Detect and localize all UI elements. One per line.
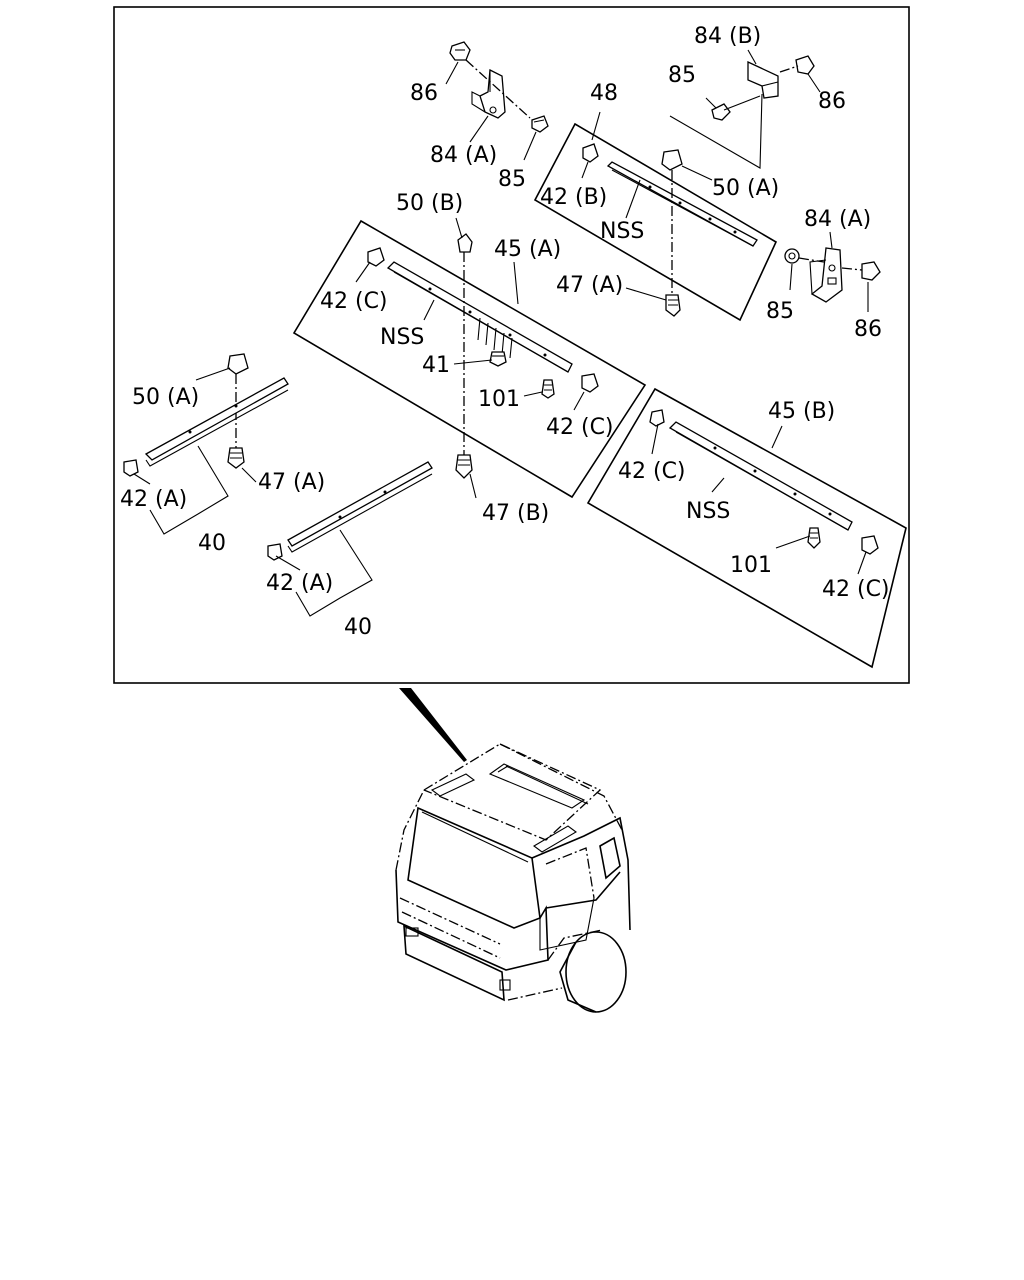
callout-42a-lower: 42 (A) [266,571,333,596]
strip-40-lower-icon [287,461,433,553]
strip-48-icon [606,161,758,247]
clip-86-right-icon [861,261,881,281]
clip-86-top-left-icon [449,41,471,61]
group-box-45b [586,387,907,669]
clip-42c-right-lower-icon [861,535,879,555]
dash-86-b [779,65,799,73]
wire-84b-to-50a [669,93,763,169]
clip-86-top-right-icon [795,55,815,75]
clip-42c-right-upper-icon [649,409,665,427]
callout-101-right: 101 [730,553,772,578]
group-box-45a [292,219,647,499]
callout-86-right: 86 [854,317,882,342]
callout-45a: 45 (A) [494,237,561,262]
group-box-48 [533,122,778,322]
callout-nss-top: NSS [600,219,644,244]
callout-42c-right-upper: 42 (C) [618,459,686,484]
dash-85-to-bracket [798,257,825,263]
clip-42c-top-icon [367,247,385,267]
callout-86-top-right: 86 [818,89,846,114]
callout-86-top-left: 86 [410,81,438,106]
callout-45b: 45 (B) [768,399,835,424]
callout-42c-mid: 42 (C) [546,415,614,440]
callout-84a-right: 84 (A) [804,207,871,232]
strip-45b-icon [668,421,853,531]
dash-bracket-to-86 [841,267,863,271]
callout-47a-left: 47 (A) [258,470,325,495]
callout-84a-top: 84 (A) [430,143,497,168]
callout-84b: 84 (B) [694,24,761,49]
pointer-arrow [399,688,467,762]
bracket-84a-top-icon [471,68,506,119]
clip-42a-lower-icon [267,543,283,561]
clip-50a-left-icon [227,353,249,375]
callout-50a-top: 50 (A) [712,176,779,201]
clip-42a-upper-icon [123,459,139,477]
clip-42b-icon [582,143,599,163]
fastener-41-icon [489,351,507,367]
bracket-84a-right-icon [809,247,843,303]
leader-lines [133,49,869,575]
screw-85-right-icon [784,248,800,264]
detail-frame [113,6,910,684]
callout-nss-mid: NSS [380,325,424,350]
callout-85-top-left: 85 [498,167,526,192]
callout-85-right: 85 [766,299,794,324]
callout-40-upper: 40 [198,531,226,556]
screw-47a-left-icon [227,447,245,469]
callout-41: 41 [422,353,450,378]
callout-101-top: 101 [478,387,520,412]
callout-48: 48 [590,81,618,106]
callout-42c-right-lower: 42 (C) [822,577,890,602]
screw-85-top-left-icon [531,115,549,133]
strip-45a-icon [386,261,573,373]
clip-50b-icon [457,233,473,253]
screw-101-top-icon [541,379,555,399]
callout-42b: 42 (B) [540,185,607,210]
callout-50b: 50 (B) [396,191,463,216]
callout-42c-top: 42 (C) [320,289,388,314]
screw-101-right-icon [807,527,821,549]
bracket-84b-icon [747,60,779,99]
callout-nss-right: NSS [686,499,730,524]
bracket-40-upper [149,445,229,535]
callout-47b: 47 (B) [482,501,549,526]
callout-40-lower: 40 [344,615,372,640]
callout-42a-upper: 42 (A) [120,487,187,512]
screw-47b-icon [455,454,473,479]
screw-47a-top-icon [665,294,681,317]
strip-40-upper-icon [144,377,289,467]
bracket-40-lower [295,529,373,617]
callout-47a-top: 47 (A) [556,273,623,298]
clip-42c-mid-icon [581,373,599,393]
screw-85-top-right-icon [711,95,761,121]
callout-50a-left: 50 (A) [132,385,199,410]
dash-86-to-85 [465,59,531,119]
truck-cab-icon [395,743,631,1013]
callout-85-top-right: 85 [668,63,696,88]
clip-50a-top-icon [661,149,683,171]
